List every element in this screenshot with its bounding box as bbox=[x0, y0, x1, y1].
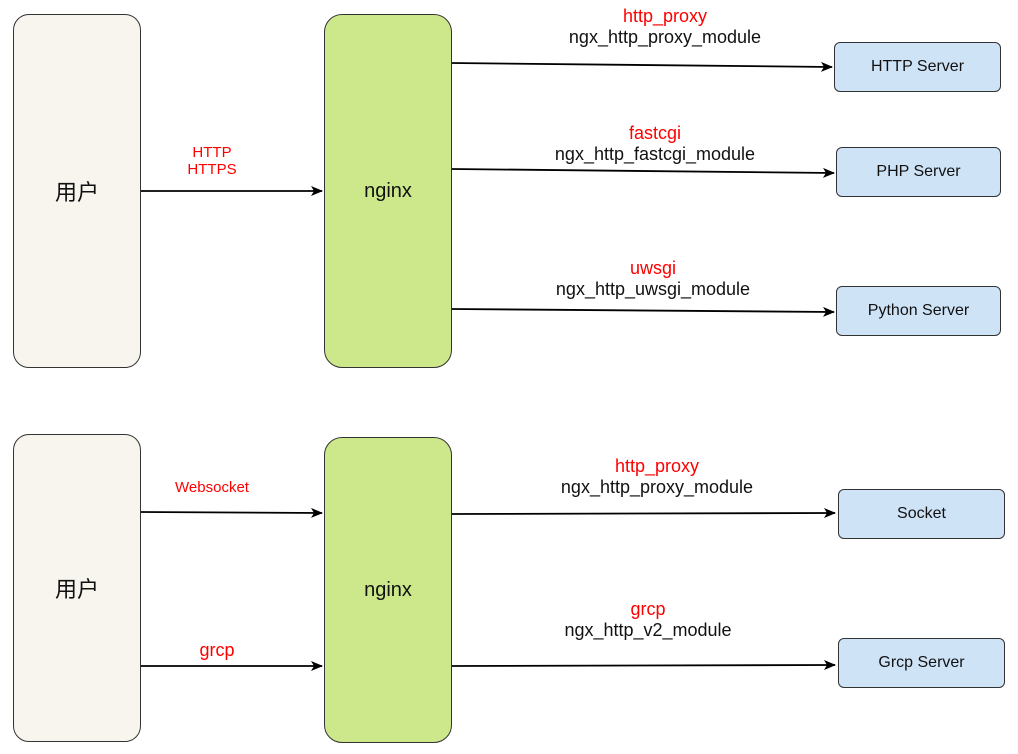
nginx-node: nginx bbox=[324, 14, 452, 368]
server-label: HTTP Server bbox=[870, 58, 965, 75]
arrow-nginx-to-grcp-server bbox=[451, 660, 836, 671]
http-server-node: HTTP Server bbox=[834, 42, 1001, 92]
route-module: ngx_http_v2_module bbox=[564, 619, 732, 640]
php-server-node: PHP Server bbox=[836, 147, 1001, 197]
route-protocol: http_proxy bbox=[622, 6, 708, 26]
client-protocol-text: Websocket bbox=[175, 479, 249, 496]
client-protocol-grcp: grcp bbox=[177, 640, 257, 661]
route-protocol: http_proxy bbox=[614, 456, 700, 476]
client-protocol-websocket: Websocket bbox=[152, 479, 272, 496]
route-label-uwsgi: uwsgi ngx_http_uwsgi_module bbox=[508, 258, 798, 299]
nginx-label: nginx bbox=[364, 179, 412, 202]
route-label-fastcgi: fastcgi ngx_http_fastcgi_module bbox=[510, 123, 800, 164]
route-label-http-proxy: http_proxy ngx_http_proxy_module bbox=[520, 6, 810, 47]
route-module: ngx_http_proxy_module bbox=[560, 476, 754, 497]
client-protocol-https: HTTPS bbox=[187, 161, 237, 179]
arrow-nginx-to-python-server bbox=[451, 306, 835, 317]
arrow-nginx-to-http-server bbox=[451, 61, 833, 72]
arrow-nginx-to-php-server bbox=[451, 167, 835, 178]
server-label: Python Server bbox=[867, 302, 970, 319]
server-label: Socket bbox=[897, 505, 946, 522]
client-protocol-text: grcp bbox=[199, 640, 235, 660]
route-protocol: fastcgi bbox=[628, 123, 682, 143]
route-module: ngx_http_fastcgi_module bbox=[554, 143, 756, 164]
user-label: 用户 bbox=[54, 181, 99, 206]
grcp-server-node: Grcp Server bbox=[838, 638, 1005, 688]
route-module: ngx_http_proxy_module bbox=[568, 26, 762, 47]
user-node: 用户 bbox=[13, 14, 141, 368]
route-module: ngx_http_uwsgi_module bbox=[555, 278, 751, 299]
nginx-label: nginx bbox=[364, 578, 412, 601]
server-label: Grcp Server bbox=[878, 654, 965, 671]
user-label: 用户 bbox=[54, 578, 99, 603]
client-protocol-http: HTTP bbox=[192, 144, 232, 161]
server-label: PHP Server bbox=[876, 163, 961, 180]
arrow-websocket-to-nginx bbox=[140, 507, 323, 518]
socket-server-node: Socket bbox=[838, 489, 1005, 539]
route-protocol: uwsgi bbox=[629, 258, 677, 278]
user-node: 用户 bbox=[13, 434, 141, 742]
route-label-http-proxy: http_proxy ngx_http_proxy_module bbox=[512, 456, 802, 497]
nginx-node: nginx bbox=[324, 437, 452, 743]
arrow-nginx-to-socket bbox=[451, 508, 836, 519]
client-protocol-labels: HTTP HTTPS bbox=[162, 144, 262, 179]
route-label-grcp: grcp ngx_http_v2_module bbox=[503, 599, 793, 640]
python-server-node: Python Server bbox=[836, 286, 1001, 336]
route-protocol: grcp bbox=[630, 599, 666, 619]
